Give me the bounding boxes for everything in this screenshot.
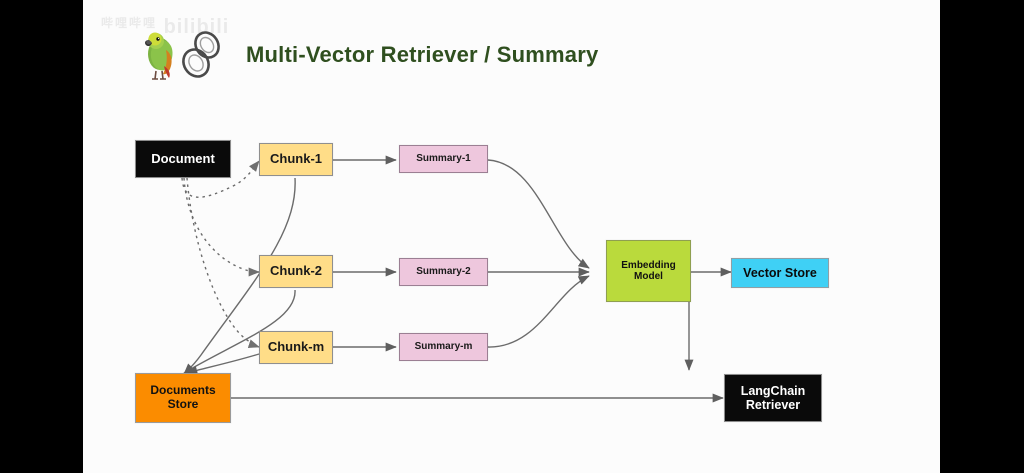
node-document-label: Document — [151, 150, 215, 166]
node-embedding-model-label-line2: Model — [634, 271, 663, 282]
node-summary-2[interactable]: Summary-2 — [399, 258, 488, 286]
diagram-edges — [181, 155, 732, 403]
flow-diagram: Document Chunk-1 Chunk-2 Chunk-m Summary… — [83, 0, 940, 473]
node-summary-m-label: Summary-m — [414, 341, 473, 353]
node-documents-store-label-line1: Documents — [150, 383, 216, 398]
node-summary-1[interactable]: Summary-1 — [399, 145, 488, 173]
watermark-text: bilibili — [163, 16, 230, 38]
node-summary-2-label: Summary-2 — [416, 266, 471, 278]
watermark-cn-text: 哔哩哔哩 — [101, 16, 158, 30]
node-chunk-1[interactable]: Chunk-1 — [259, 143, 333, 176]
slide-canvas: 哔哩哔哩 bilibili — [83, 0, 940, 473]
node-chunk-m-label: Chunk-m — [267, 339, 325, 355]
edge-document-chunk2 — [183, 177, 260, 277]
node-embedding-model-label-line1: Embedding — [621, 259, 676, 271]
parrot-icon — [145, 32, 173, 80]
edge-document-chunk1 — [181, 160, 260, 198]
page-title: Multi-Vector Retriever / Summary — [246, 42, 599, 67]
edge-chunkm-documents-store — [186, 353, 260, 375]
node-embedding-model[interactable]: Embedding Model — [606, 240, 691, 302]
node-summary-1-label: Summary-1 — [416, 153, 471, 165]
node-vector-store[interactable]: Vector Store — [731, 258, 829, 288]
chain-link-icon — [182, 31, 220, 78]
node-chunk-2[interactable]: Chunk-2 — [259, 255, 333, 288]
edge-summarym-embedding — [487, 275, 590, 348]
node-chunk-m[interactable]: Chunk-m — [259, 331, 333, 364]
slide-header: Multi-Vector Retriever / Summary — [138, 22, 598, 88]
node-vector-store-label: Vector Store — [743, 265, 817, 280]
node-documents-store-label-line2: Store — [167, 397, 199, 411]
node-summary-m[interactable]: Summary-m — [399, 333, 488, 361]
node-langchain-retriever-label-line2: Retriever — [745, 398, 801, 412]
node-document[interactable]: Document — [135, 140, 231, 178]
edge-document-chunkm — [186, 177, 260, 348]
langchain-logo — [138, 26, 230, 84]
node-documents-store[interactable]: Documents Store — [135, 373, 231, 423]
edge-chunk2-documents-store — [182, 289, 296, 375]
bilibili-watermark: 哔哩哔哩 bilibili — [101, 14, 261, 48]
edge-summary1-embedding — [487, 159, 590, 269]
node-chunk-2-label: Chunk-2 — [270, 263, 322, 279]
node-chunk-1-label: Chunk-1 — [270, 151, 322, 167]
node-langchain-retriever[interactable]: LangChain Retriever — [724, 374, 822, 422]
node-langchain-retriever-label-line1: LangChain — [740, 383, 806, 398]
